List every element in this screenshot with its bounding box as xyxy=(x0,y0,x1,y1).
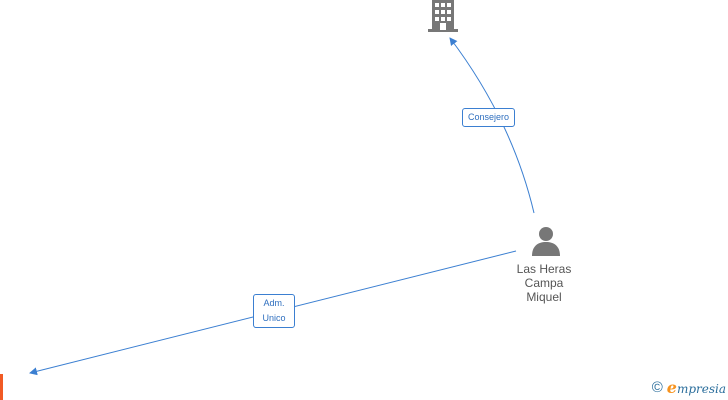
edge-label-consejero[interactable]: Consejero xyxy=(462,108,516,127)
copyright-icon: © xyxy=(651,379,663,396)
brand-name: mpresia xyxy=(676,381,726,396)
company-node[interactable] xyxy=(428,0,458,32)
brand-initial: e xyxy=(666,377,677,397)
footer-brand[interactable]: © empresia xyxy=(652,378,726,398)
edge-label-adm-unico[interactable]: Adm. Unico xyxy=(253,294,295,328)
person-icon xyxy=(532,227,560,256)
person-name[interactable]: Las Heras Campa Miquel xyxy=(516,262,572,304)
brand-logo: empresia xyxy=(667,378,726,399)
offscreen-node-marker[interactable] xyxy=(0,374,3,400)
person-node[interactable] xyxy=(530,226,562,256)
building-icon xyxy=(428,0,458,32)
